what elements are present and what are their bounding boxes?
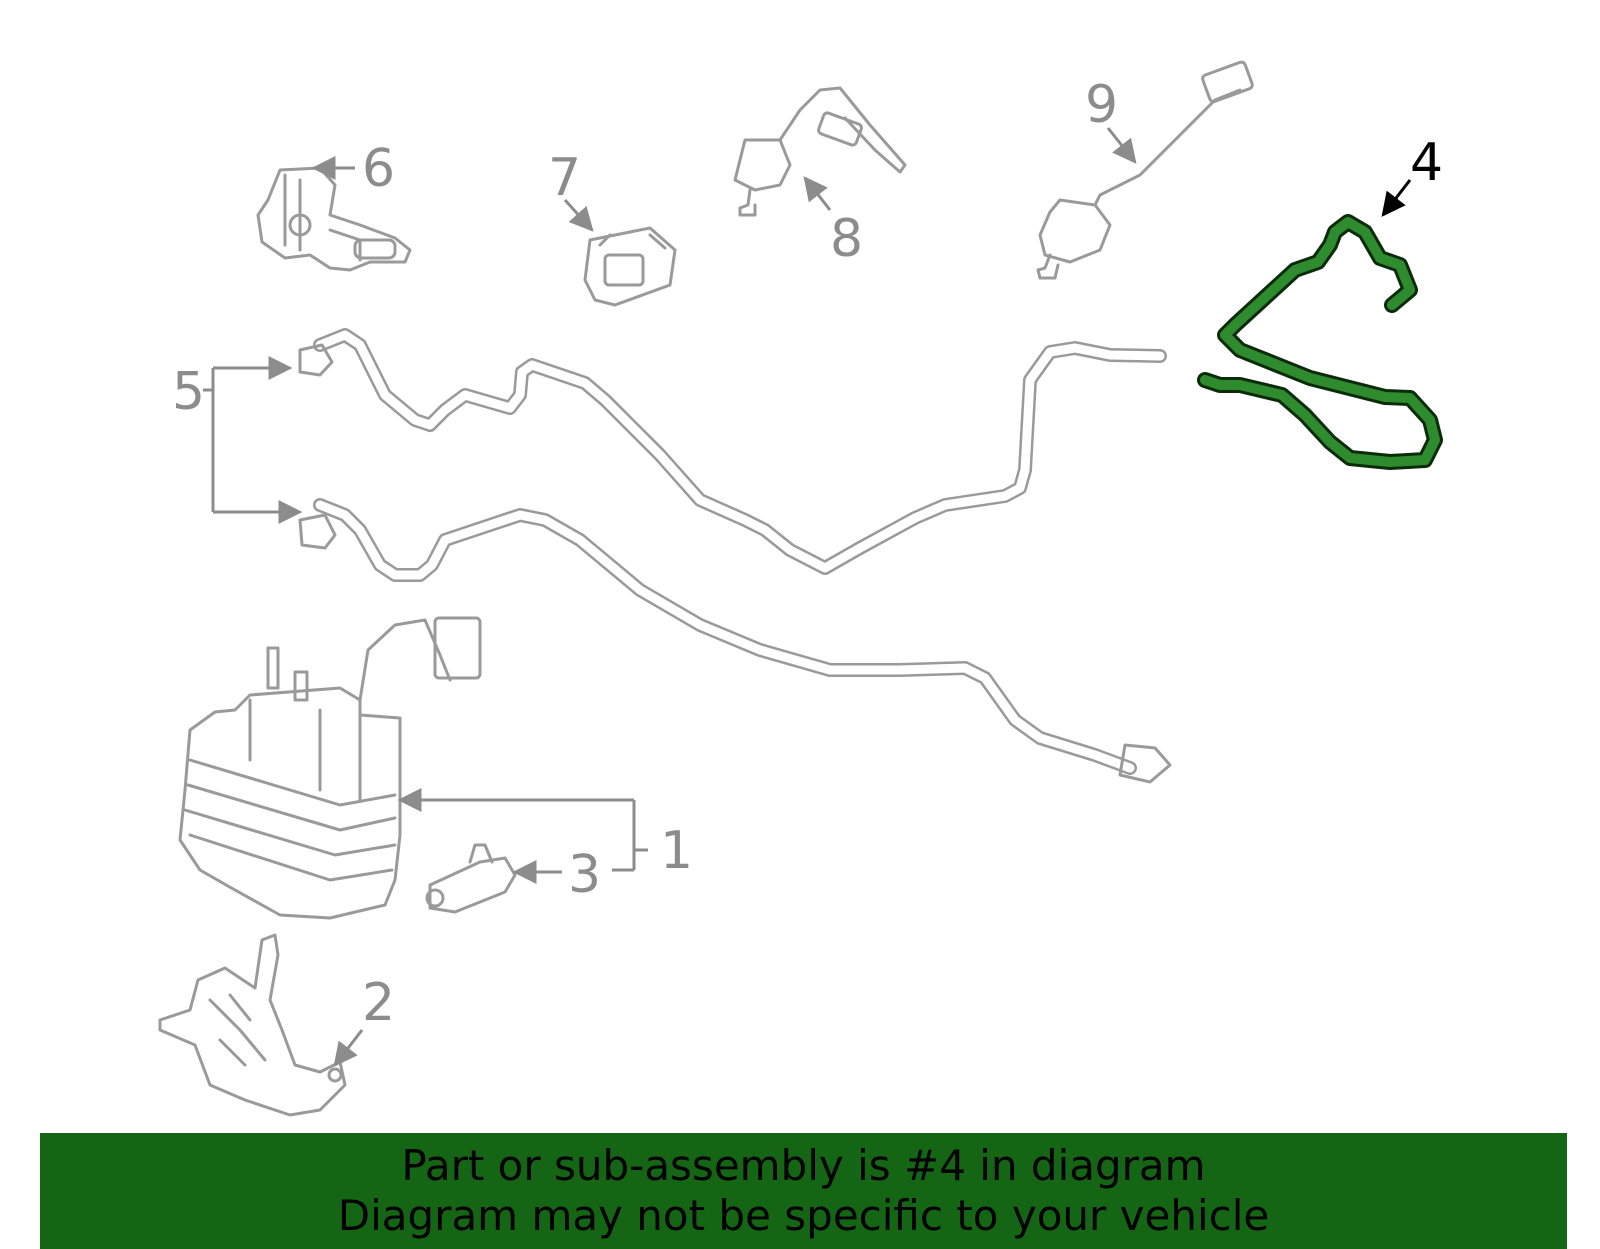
part-6-purge-valve <box>256 166 412 272</box>
callout-7: 7 <box>548 148 594 232</box>
callout-3: 3 <box>512 845 601 905</box>
callout-9: 9 <box>1085 75 1137 164</box>
svg-text:9: 9 <box>1085 75 1118 135</box>
info-banner: Part or sub-assembly is #4 in diagram Di… <box>40 1133 1567 1249</box>
callout-4: 4 <box>1381 133 1443 217</box>
banner-line-1: Part or sub-assembly is #4 in diagram <box>401 1141 1206 1190</box>
part-7-sensor <box>583 226 677 307</box>
svg-text:8: 8 <box>830 209 863 269</box>
svg-text:7: 7 <box>548 148 581 208</box>
part-8-vent-valve <box>733 86 907 217</box>
svg-text:3: 3 <box>568 845 601 905</box>
part-4-hose-highlighted <box>1197 214 1443 470</box>
part-9-sensor <box>1036 60 1254 280</box>
callout-1: 1 <box>397 788 693 881</box>
callout-6: 6 <box>311 139 395 199</box>
callout-2: 2 <box>333 973 395 1067</box>
svg-text:6: 6 <box>362 139 395 199</box>
svg-text:4: 4 <box>1410 133 1443 193</box>
callout-5: 5 <box>172 356 303 524</box>
part-2-bracket <box>158 933 347 1117</box>
svg-text:2: 2 <box>362 973 395 1033</box>
callout-8: 8 <box>803 176 863 269</box>
svg-text:5: 5 <box>172 362 205 422</box>
part-5-fuel-lines <box>298 328 1172 784</box>
part-3-solenoid <box>425 843 517 914</box>
part-1-canister <box>178 616 482 920</box>
svg-text:1: 1 <box>660 821 693 881</box>
banner-line-2: Diagram may not be specific to your vehi… <box>337 1191 1270 1240</box>
